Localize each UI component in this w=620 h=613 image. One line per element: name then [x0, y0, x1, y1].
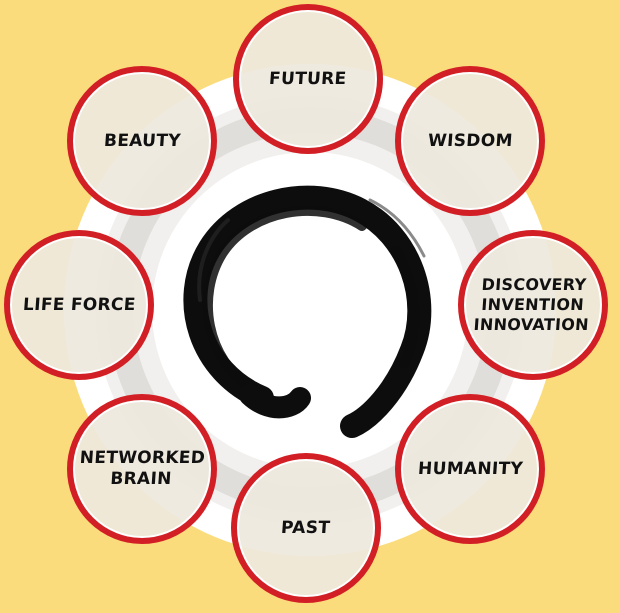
node-humanity: HUMANITY — [395, 394, 545, 544]
node-future: FUTURE — [233, 4, 383, 154]
node-beauty: BEAUTY — [67, 66, 217, 216]
node-label-networked-brain: NETWORKED BRAIN — [79, 448, 207, 489]
node-networked-brain: NETWORKED BRAIN — [67, 394, 217, 544]
enso-circle-icon — [183, 185, 432, 438]
node-wisdom: WISDOM — [395, 66, 545, 216]
node-label-past: PAST — [280, 517, 332, 538]
node-label-beauty: BEAUTY — [102, 130, 182, 151]
node-past: PAST — [231, 453, 381, 603]
node-discovery-invention-innovation: DISCOVERY INVENTION INNOVATION — [458, 230, 608, 380]
node-label-future: FUTURE — [268, 68, 348, 89]
node-label-discovery: DISCOVERY INVENTION INNOVATION — [473, 275, 590, 334]
node-label-wisdom: WISDOM — [427, 130, 514, 151]
node-label-life-force: LIFE FORCE — [22, 294, 136, 315]
node-life-force: LIFE FORCE — [4, 230, 154, 380]
node-label-humanity: HUMANITY — [416, 458, 524, 479]
